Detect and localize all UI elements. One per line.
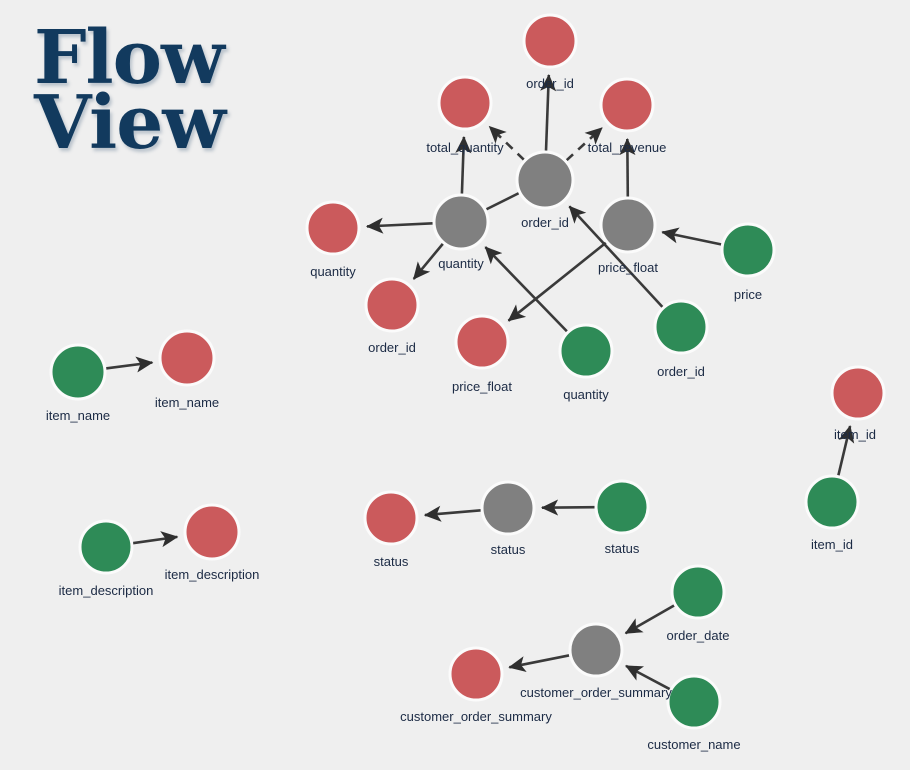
graph-edge: [484, 246, 569, 333]
node-label: item_name: [155, 395, 219, 410]
graph-node-red[interactable]: [305, 200, 361, 256]
graph-node-gray[interactable]: [480, 480, 536, 536]
graph-edge: [132, 531, 179, 548]
graph-node-red[interactable]: [158, 329, 216, 387]
node-label: item_description: [59, 583, 154, 598]
node-label: quantity: [438, 256, 484, 271]
graph-edge: [105, 356, 154, 373]
graph-edge: [568, 205, 664, 309]
node-label: quantity: [310, 264, 356, 279]
graph-node-green[interactable]: [804, 474, 860, 530]
graph-node-red[interactable]: [363, 490, 419, 546]
node-label: price_float: [598, 260, 658, 275]
graph-node-red[interactable]: [454, 314, 510, 370]
node-label: order_id: [526, 76, 574, 91]
graph-node-red[interactable]: [448, 646, 504, 702]
node-label: item_description: [165, 567, 260, 582]
edge-layer: [105, 73, 855, 691]
node-label: price_float: [452, 379, 512, 394]
graph-edge: [365, 217, 434, 234]
graph-node-red[interactable]: [364, 277, 420, 333]
graph-edge: [485, 191, 520, 211]
graph-node-green[interactable]: [653, 299, 709, 355]
node-label: order_date: [667, 628, 730, 643]
node-label: total_revenue: [588, 140, 667, 155]
graph-edge: [540, 499, 596, 516]
node-label: order_id: [521, 215, 569, 230]
graph-edge: [508, 654, 570, 673]
graph-node-gray[interactable]: [515, 150, 575, 210]
graph-edge: [661, 227, 722, 246]
graph-node-gray[interactable]: [599, 196, 657, 254]
node-label: status: [491, 542, 526, 557]
graph-node-green[interactable]: [78, 519, 134, 575]
graph-node-green[interactable]: [49, 343, 107, 401]
graph-edge: [455, 135, 472, 195]
node-label: total_quantity: [426, 140, 504, 155]
node-label: item_id: [811, 537, 853, 552]
graph-node-red[interactable]: [437, 75, 493, 131]
graph-node-green[interactable]: [594, 479, 650, 535]
graph-node-gray[interactable]: [568, 622, 624, 678]
graph-edge: [540, 73, 557, 152]
node-label: customer_name: [647, 737, 740, 752]
node-label: status: [605, 541, 640, 556]
node-label: customer_order_summary: [400, 709, 552, 724]
graph-node-gray[interactable]: [432, 193, 490, 251]
node-label: status: [374, 554, 409, 569]
node-label: price: [734, 287, 762, 302]
node-label: item_id: [834, 427, 876, 442]
graph-edge: [565, 126, 603, 162]
graph-edge: [625, 664, 671, 691]
graph-node-green[interactable]: [670, 564, 726, 620]
graph-edge: [624, 604, 676, 635]
node-label: customer_order_summary: [520, 685, 672, 700]
node-label: quantity: [563, 387, 609, 402]
graph-node-red[interactable]: [599, 77, 655, 133]
graph-node-green[interactable]: [558, 323, 614, 379]
graph-node-green[interactable]: [666, 674, 722, 730]
graph-node-red[interactable]: [830, 365, 886, 421]
graph-edge: [619, 137, 636, 198]
node-label: order_id: [368, 340, 416, 355]
graph-node-red[interactable]: [522, 13, 578, 69]
node-label: item_name: [46, 408, 110, 423]
graph-edge: [412, 242, 445, 280]
graph-edge: [488, 125, 526, 161]
graph-edge: [423, 505, 482, 522]
node-layer[interactable]: [49, 13, 886, 730]
graph-edge: [837, 425, 855, 477]
node-label: order_id: [657, 364, 705, 379]
graph-edge: [507, 241, 608, 322]
graph-node-red[interactable]: [183, 503, 241, 561]
graph-node-green[interactable]: [720, 222, 776, 278]
